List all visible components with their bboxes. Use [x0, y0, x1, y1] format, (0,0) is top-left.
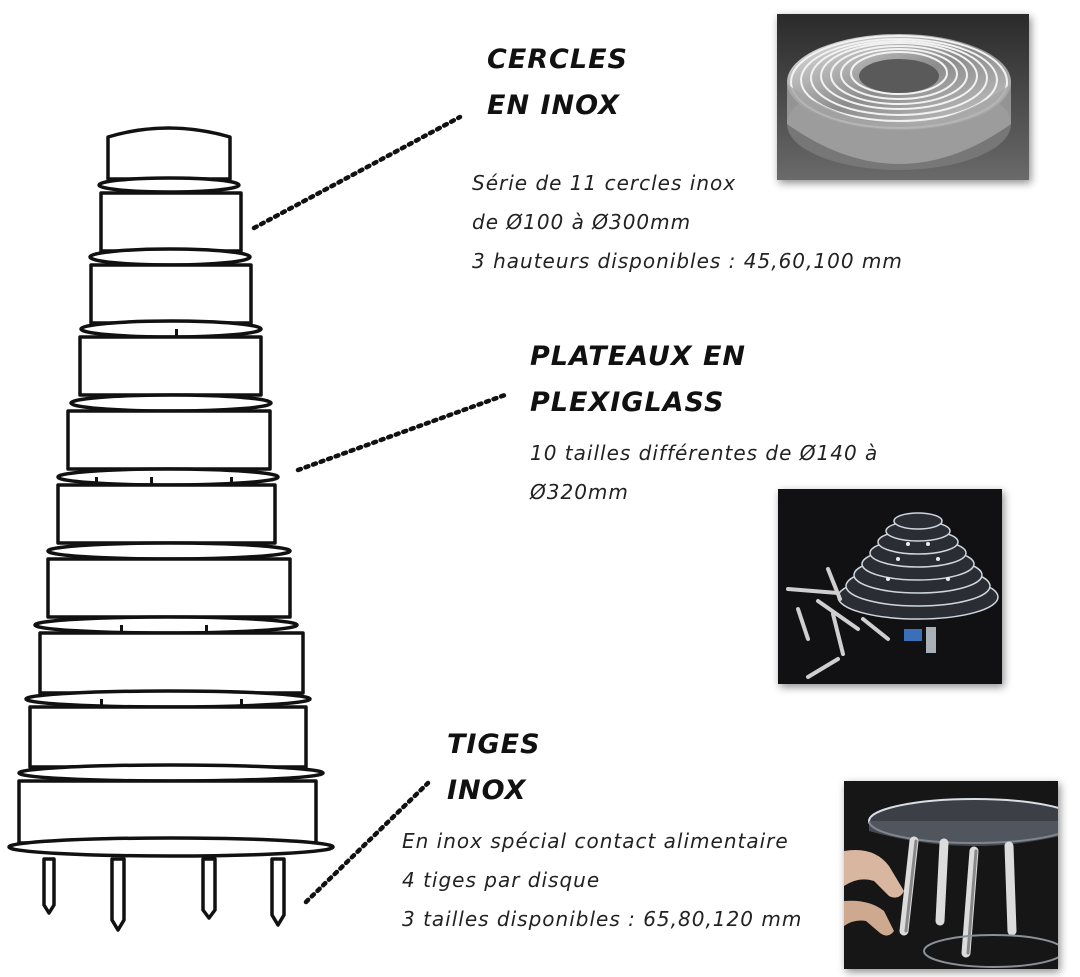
cercles-title-line-1: CERCLES — [487, 44, 628, 75]
leader-line-tiges — [303, 780, 431, 905]
plateaux-desc-line-1: 10 tailles différentes de Ø140 à — [530, 441, 879, 465]
cercles-desc-line-1: Série de 11 cercles inox — [472, 171, 737, 195]
leader-line-plateaux — [295, 392, 508, 473]
plateaux-desc-line-2: Ø320mm — [530, 480, 629, 504]
tiges-desc-line-3: 3 tailles disponibles : 65,80,120 mm — [402, 907, 803, 931]
cercles-title: CERCLES EN INOX — [487, 37, 628, 129]
plateaux-photo — [778, 489, 1002, 684]
tiges-desc-line-2: 4 tiges par disque — [402, 868, 601, 892]
cercles-photo — [777, 14, 1029, 180]
plateaux-title-line-2: PLEXIGLASS — [530, 387, 725, 418]
leader-line-cercles — [251, 114, 463, 231]
cercles-desc-line-3: 3 hauteurs disponibles : 45,60,100 mm — [472, 249, 903, 273]
cake-tower-illustration — [7, 126, 335, 932]
tiges-title-line-1: TIGES — [447, 729, 541, 760]
plateaux-description: 10 tailles différentes de Ø140 à Ø320mm — [530, 434, 878, 512]
tiges-title: TIGES INOX — [447, 722, 541, 814]
cercles-desc-line-2: de Ø100 à Ø300mm — [472, 210, 692, 234]
tiges-desc-line-1: En inox spécial contact alimentaire — [402, 829, 789, 853]
cercles-title-line-2: EN INOX — [487, 90, 620, 121]
plateaux-title: PLATEAUX EN PLEXIGLASS — [530, 334, 746, 426]
tiges-photo — [844, 781, 1058, 969]
tiges-title-line-2: INOX — [447, 775, 527, 806]
tiges-description: En inox spécial contact alimentaire 4 ti… — [402, 822, 802, 939]
plateaux-title-line-1: PLATEAUX EN — [530, 341, 747, 372]
cercles-description: Série de 11 cercles inox de Ø100 à Ø300m… — [472, 164, 903, 281]
